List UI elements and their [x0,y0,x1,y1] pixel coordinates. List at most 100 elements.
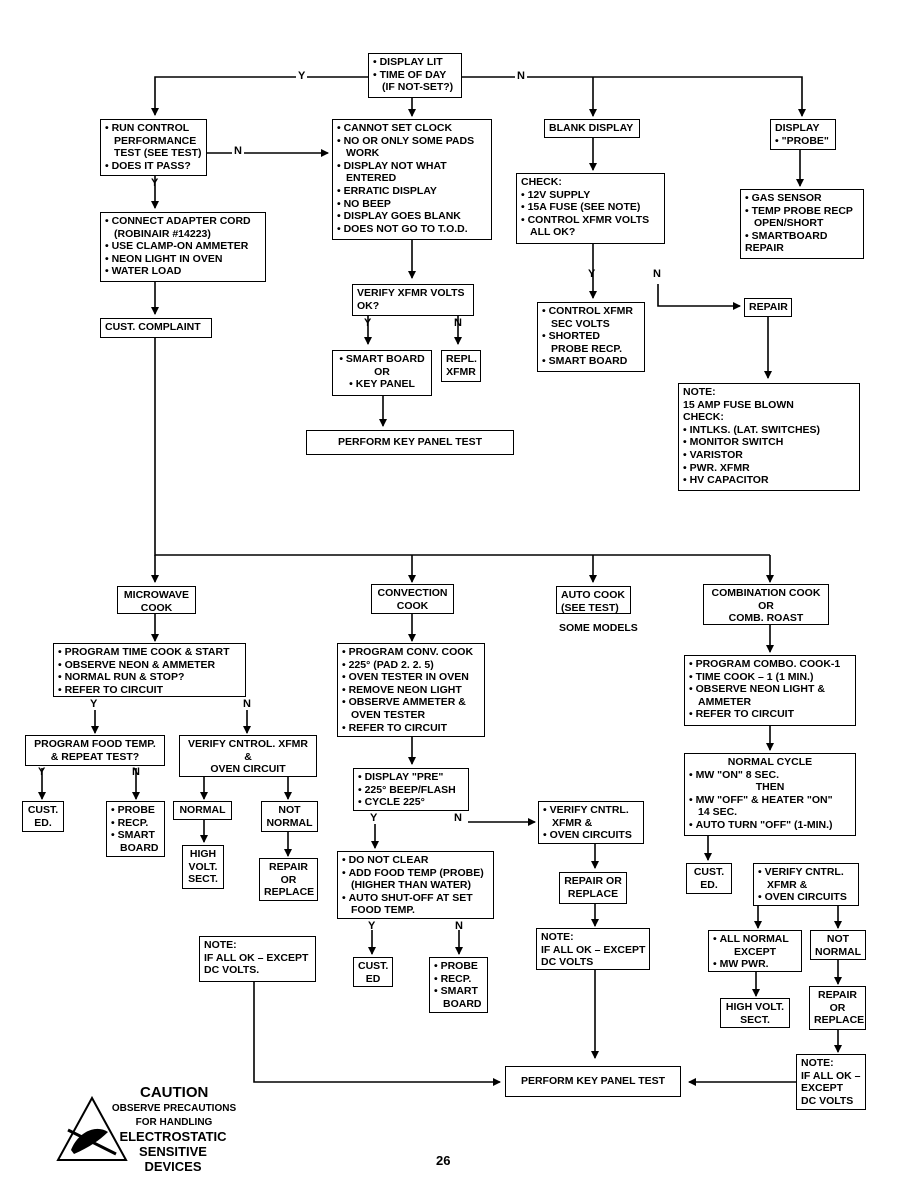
verify-cntrl-oven-box-2: VERIFY CNTRL.XFMR &OVEN CIRCUITS [753,863,859,906]
box-text-line: VARISTOR [683,449,855,462]
box-text-line: 15 AMP FUSE BLOWN [683,398,794,411]
box-text-line: PERFORMANCE [114,134,197,147]
box-text-line: SHORTED [542,330,640,343]
box-text-line: OVEN TESTER [351,708,426,721]
box-text-line: CHECK: [521,176,562,188]
box-text-line: CONVECTION [377,587,448,599]
box-text-line: SECT. [740,1013,770,1026]
label-no: N [232,145,244,157]
high-volt-sect-box-2: HIGH VOLT.SECT. [720,998,790,1028]
box-text-line: EXCEPT [733,945,776,958]
box-text-line: DISPLAY [775,122,820,134]
some-models-note: SOME MODELS [559,622,638,634]
box-text-line: & [244,750,252,763]
box-text-line: OVEN CIRCUITS [543,829,639,842]
box-text-line: AUTO COOK [561,589,625,601]
box-text-line: NO BEEP [337,198,487,211]
box-text-line: CUST. [693,866,725,878]
box-text-line: SMART [111,829,160,842]
all-normal-except-box: ALL NORMALEXCEPTMW PWR. [708,930,802,972]
box-text-line: SECT. [188,873,218,886]
box-text-line: VERIFY CNTROL. XFMR [188,738,308,750]
box-text-line: ENTERED [346,172,397,185]
label-no: N [653,268,661,280]
check-supply-box: CHECK:12V SUPPLY15A FUSE (SEE NOTE)CONTR… [516,173,665,244]
box-text-line: DC VOLTS [801,1094,854,1107]
box-text-line: AUTO SHUT-OFF AT SET [342,892,489,905]
box-text-line: 15A FUSE (SEE NOTE) [521,201,660,214]
box-text-line: DISPLAY NOT WHAT [337,160,487,173]
box-text-line: (SEE TEST) [561,601,619,614]
symptoms-box: CANNOT SET CLOCKNO OR ONLY SOME PADSWORK… [332,119,492,240]
label-no: N [243,698,251,710]
box-text-line: (HIGHER THAN WATER) [351,879,471,892]
box-text-line: NORMAL [266,816,313,829]
box-text-line: PERFORM KEY PANEL TEST [337,436,483,448]
page-number: 26 [436,1153,451,1168]
caution-text: OBSERVE PRECAUTIONS [111,1103,237,1114]
box-text-line: DOES NOT GO TO T.O.D. [337,223,487,236]
program-combo-cook-box: PROGRAM COMBO. COOK-1TIME COOK – 1 (1 MI… [684,655,856,726]
verify-cntrol-xfmr-box: VERIFY CNTROL. XFMR&OVEN CIRCUIT [179,735,317,777]
box-text-line: NORMAL CYCLE [727,756,813,768]
blank-display-box: BLANK DISPLAY [544,119,640,138]
cust-ed-box-1: CUST.ED. [22,801,64,832]
box-text-line: BOARD [443,997,482,1010]
box-text-line: RECP. [111,817,160,830]
box-text-line: XFMR [446,365,476,378]
auto-cook-box: AUTO COOK(SEE TEST) [556,586,631,614]
caution-title: CAUTION [140,1084,209,1101]
label-yes: Y [151,177,159,189]
program-food-temp-box: PROGRAM FOOD TEMP.& REPEAT TEST? [25,735,165,766]
box-text-line: ALL NORMAL [713,933,797,946]
box-text-line: DISPLAY LIT [373,56,457,69]
box-text-line: HIGH [189,848,217,860]
box-text-line: DC VOLTS. [204,964,260,977]
box-text-line: IF ALL OK – EXCEPT [541,943,646,956]
box-text-line: REFER TO CIRCUIT [342,722,480,735]
box-text-line: NOTE: [801,1057,834,1069]
box-text-line: GAS SENSOR [745,192,859,205]
box-text-line: OVEN CIRCUIT [210,763,286,776]
do-not-clear-box: DO NOT CLEARADD FOOD TEMP (PROBE)(HIGHER… [337,851,494,919]
box-text-line: RECP. [434,973,483,986]
display-probe-box: DISPLAY"PROBE" [770,119,836,150]
smart-board-key-panel-box: SMART BOARDORKEY PANEL [332,350,432,396]
box-text-line: OBSERVE NEON LIGHT & [689,683,851,696]
box-text-line: OBSERVE AMMETER & [342,696,480,709]
program-time-cook-box: PROGRAM TIME COOK & STARTOBSERVE NEON & … [53,643,246,697]
box-text-line: CONNECT ADAPTER CORD [105,215,261,228]
box-text-line: REPAIR [269,861,308,873]
box-text-line: ED. [700,878,718,891]
box-text-line: REPL. [446,353,477,365]
label-no: N [454,812,462,824]
box-text-line: COOK [140,601,173,614]
box-text-line: NORMAL RUN & STOP? [58,671,241,684]
box-text-line: OK? [357,299,380,312]
box-text-line: COOK [396,599,429,612]
esd-warning-icon [56,1095,128,1161]
box-text-line: OVEN TESTER IN OVEN [342,671,480,684]
caution-text: ELECTROSTATIC [119,1129,227,1144]
box-text-line: DC VOLTS [541,956,594,969]
box-text-line: (IF NOT-SET?) [382,81,454,94]
box-text-line: INTLKS. (LAT. SWITCHES) [683,424,855,437]
display-lit-box: DISPLAY LITTIME OF DAY(IF NOT-SET?) [368,53,462,98]
box-text-line: CUST. COMPLAINT [105,321,201,333]
box-text-line: OBSERVE NEON & AMMETER [58,659,241,672]
caution-text: FOR HANDLING [135,1117,213,1128]
box-text-line: MW "OFF" & HEATER "ON" [689,794,851,807]
